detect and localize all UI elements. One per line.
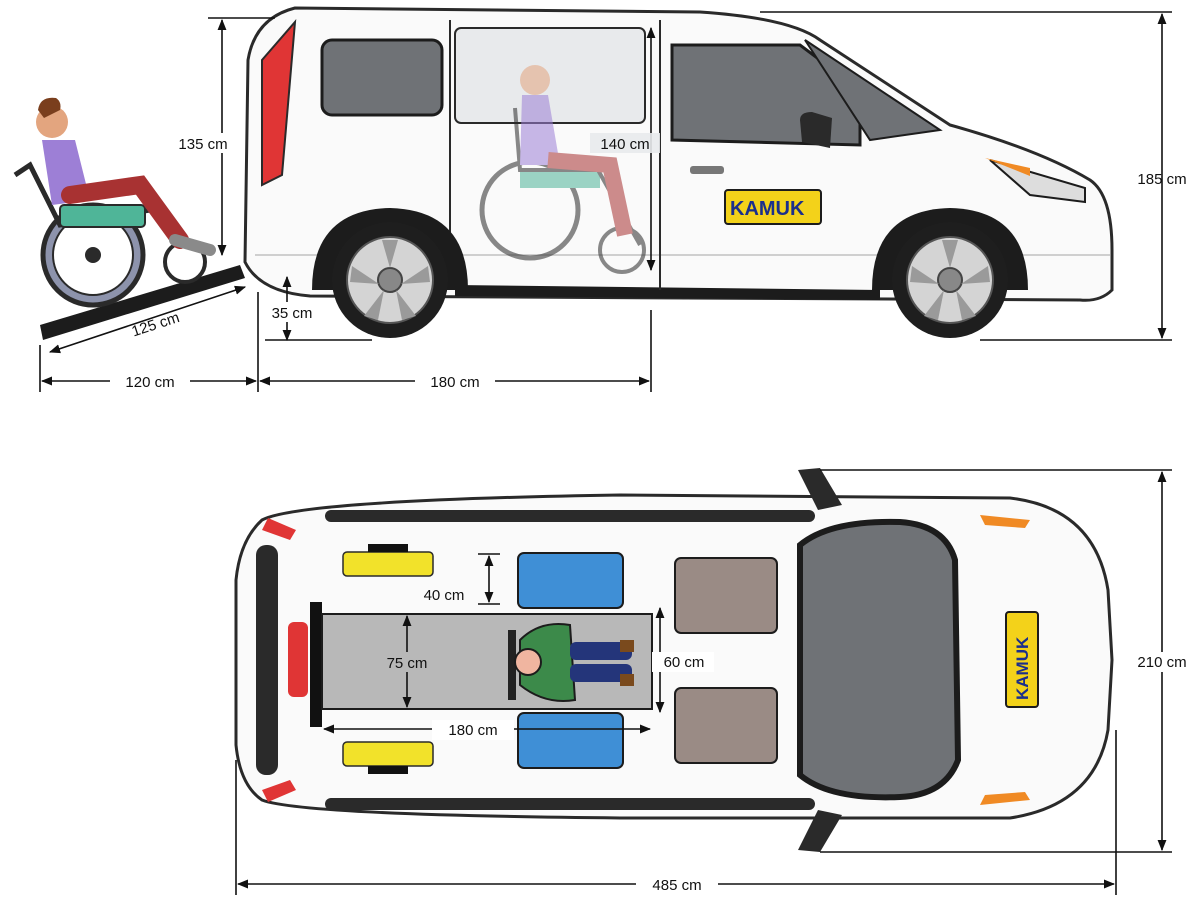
ramp-hinge bbox=[310, 602, 322, 727]
dim-floor-width: 75 cm bbox=[387, 655, 428, 672]
tail-light-left bbox=[262, 518, 296, 540]
rear-window bbox=[320, 38, 444, 117]
rear-step bbox=[288, 622, 308, 697]
tail-light-right bbox=[262, 780, 296, 802]
seat-front-left bbox=[674, 557, 778, 634]
front-indicator-left bbox=[980, 515, 1030, 528]
wheelchair-user-ramp bbox=[13, 97, 216, 308]
seat-rear-right bbox=[342, 741, 434, 774]
windshield bbox=[804, 39, 943, 142]
ramp-floor bbox=[321, 613, 653, 710]
brand-logo-text-top: KAMUK bbox=[1013, 636, 1032, 700]
seat-mid-left bbox=[517, 552, 624, 609]
passenger-top bbox=[508, 623, 634, 702]
roof-rail-top bbox=[325, 510, 815, 522]
headlight bbox=[989, 159, 1086, 204]
mirror-left bbox=[798, 468, 842, 510]
seat-rear-left bbox=[342, 544, 434, 577]
dim-floor-height: 35 cm bbox=[272, 305, 313, 322]
seat-front-right bbox=[674, 687, 778, 764]
side-view: KAMUK bbox=[13, 6, 1187, 392]
dim-ramp-length: 125 cm bbox=[130, 309, 182, 340]
brand-logo-side bbox=[724, 189, 822, 225]
dim-door-height: 135 cm bbox=[178, 136, 227, 153]
seat-mid-right bbox=[517, 712, 624, 769]
door-handle bbox=[690, 166, 724, 174]
brand-logo-top bbox=[1005, 611, 1039, 708]
top-view: KAMUK 40 cm 75 cm 60 cm 180 cm 210 cm 48… bbox=[234, 468, 1196, 895]
rear-wheel bbox=[312, 208, 468, 339]
rear-glass-top bbox=[256, 545, 278, 775]
dim-vehicle-width: 210 cm bbox=[1137, 654, 1186, 671]
side-skirt bbox=[455, 285, 880, 300]
tail-light bbox=[261, 19, 297, 187]
dim-vehicle-length: 485 cm bbox=[652, 877, 701, 894]
dim-seat-gap: 40 cm bbox=[424, 587, 465, 604]
side-mirror bbox=[800, 112, 832, 148]
front-indicator-right bbox=[980, 792, 1030, 805]
dim-vehicle-height: 185 cm bbox=[1137, 171, 1186, 188]
indicator-light bbox=[985, 158, 1030, 176]
dim-ramp-projection: 120 cm bbox=[125, 374, 174, 391]
dim-bay-width: 60 cm bbox=[664, 654, 705, 671]
roof-rail-bottom bbox=[325, 798, 815, 810]
mirror-right bbox=[798, 810, 842, 852]
dim-floor-length: 180 cm bbox=[448, 722, 497, 739]
front-wheel bbox=[872, 208, 1028, 339]
passenger-inside-wheelchair bbox=[479, 65, 646, 274]
brand-logo-text-side: KAMUK bbox=[730, 198, 805, 220]
windshield-top bbox=[797, 518, 962, 801]
dim-interior-height: 140 cm bbox=[600, 136, 649, 153]
dim-interior-length-side: 180 cm bbox=[430, 374, 479, 391]
